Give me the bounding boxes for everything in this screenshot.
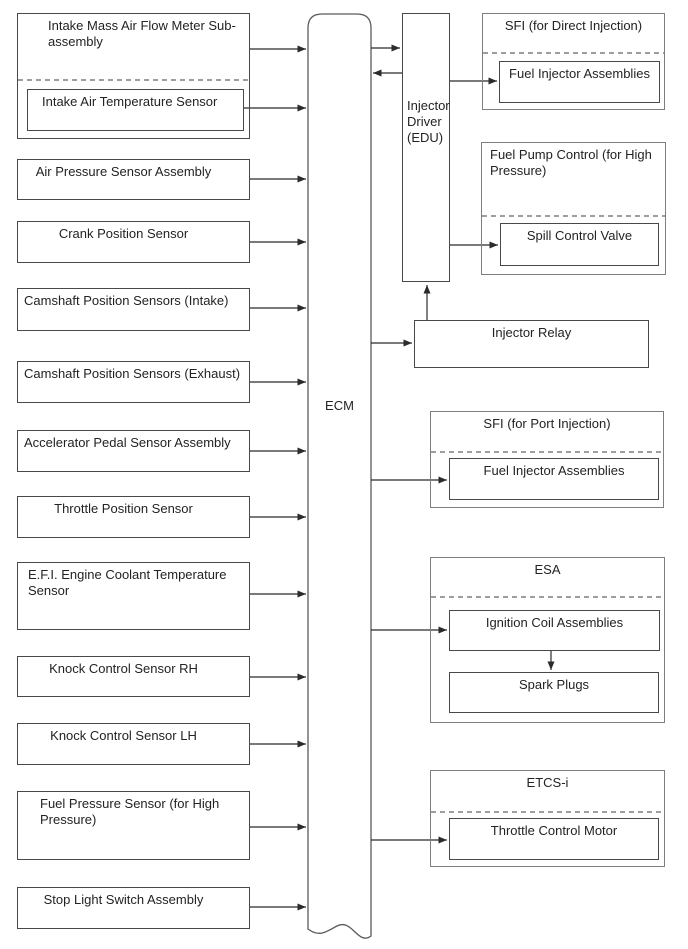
inner-box-fuel-injector-assemblies-port: Fuel Injector Assemblies <box>449 458 659 500</box>
inner-box-spark-plugs: Spark Plugs <box>449 672 659 713</box>
intake-maf-label: Intake Mass Air Flow Meter Sub-assembly <box>48 18 236 49</box>
system-box-sfi-port: SFI (for Port Injection) <box>430 411 664 508</box>
output-arrows <box>371 44 555 844</box>
spark-plugs-label: Spark Plugs <box>518 677 590 692</box>
system-box-sfi-direct: SFI (for Direct Injection) <box>482 13 665 110</box>
system-box-fuel-pump-control: Fuel Pump Control (for High Pressure) <box>481 142 666 275</box>
input-box-fuel-pressure-sensor: Fuel Pressure Sensor (for High Pressure) <box>17 791 250 860</box>
fuel-pump-control-title: Fuel Pump Control (for High Pressure) <box>490 147 652 178</box>
camshaft-sensors-intake-label: Camshaft Position Sensors (Intake) <box>24 293 229 308</box>
input-box-efi-coolant-temp-sensor: E.F.I. Engine Coolant Temperature Sensor <box>17 562 250 630</box>
ignition-coil-assemblies-label: Ignition Coil Assemblies <box>485 615 624 630</box>
input-arrows <box>244 45 306 911</box>
injector-relay-box: Injector Relay <box>414 320 649 368</box>
injector-relay-label: Injector Relay <box>491 325 572 340</box>
knock-sensor-lh-label: Knock Control Sensor LH <box>50 728 197 743</box>
camshaft-sensors-exhaust-label: Camshaft Position Sensors (Exhaust) <box>24 366 241 381</box>
fuel-injector-assemblies-port-label: Fuel Injector Assemblies <box>483 463 625 478</box>
input-box-crank-position-sensor: Crank Position Sensor <box>17 221 250 263</box>
system-box-esa: ESA <box>430 557 665 723</box>
inner-box-spill-control-valve: Spill Control Valve <box>500 223 659 266</box>
sfi-port-title: SFI (for Port Injection) <box>483 416 611 431</box>
throttle-control-motor-label: Throttle Control Motor <box>490 823 618 838</box>
ecm-label: ECM <box>325 398 354 413</box>
ecm-box-outline <box>307 13 372 939</box>
dashed-separators <box>18 52 665 813</box>
input-box-camshaft-sensors-exhaust: Camshaft Position Sensors (Exhaust) <box>17 361 250 403</box>
input-box-knock-sensor-lh: Knock Control Sensor LH <box>17 723 250 765</box>
input-box-stop-light-switch: Stop Light Switch Assembly <box>17 887 250 929</box>
injector-driver-edu-label: Injector Driver (EDU) <box>407 98 450 145</box>
efi-coolant-temp-sensor-label: E.F.I. Engine Coolant Temperature Sensor <box>28 567 227 598</box>
fuel-pressure-sensor-label: Fuel Pressure Sensor (for High Pressure) <box>40 796 220 827</box>
throttle-position-sensor-label: Throttle Position Sensor <box>54 501 193 516</box>
inner-box-ignition-coil-assemblies: Ignition Coil Assemblies <box>449 610 660 651</box>
sfi-direct-title: SFI (for Direct Injection) <box>504 18 643 33</box>
inner-box-throttle-control-motor: Throttle Control Motor <box>449 818 659 860</box>
air-pressure-sensor-label: Air Pressure Sensor Assembly <box>35 164 212 179</box>
esa-title: ESA <box>534 562 561 577</box>
crank-position-sensor-label: Crank Position Sensor <box>58 226 189 241</box>
injector-driver-edu-box <box>402 13 450 282</box>
input-box-accelerator-pedal-sensor: Accelerator Pedal Sensor Assembly <box>17 430 250 472</box>
inner-box-intake-air-temp-sensor: Intake Air Temperature Sensor <box>27 89 244 131</box>
fuel-injector-assemblies-direct-label: Fuel Injector Assemblies <box>509 66 650 81</box>
etcs-i-title: ETCS-i <box>526 775 569 790</box>
inner-box-fuel-injector-assemblies-direct: Fuel Injector Assemblies <box>499 61 660 103</box>
knock-sensor-rh-label: Knock Control Sensor RH <box>49 661 198 676</box>
system-box-etcs-i: ETCS-i <box>430 770 665 867</box>
stop-light-switch-label: Stop Light Switch Assembly <box>43 892 204 907</box>
input-box-air-pressure-sensor: Air Pressure Sensor Assembly <box>17 159 250 200</box>
input-box-knock-sensor-rh: Knock Control Sensor RH <box>17 656 250 697</box>
input-box-camshaft-sensors-intake: Camshaft Position Sensors (Intake) <box>17 288 250 331</box>
spill-control-valve-label: Spill Control Valve <box>526 228 633 243</box>
intake-air-temp-sensor-label: Intake Air Temperature Sensor <box>42 94 218 109</box>
input-box-intake-maf: Intake Mass Air Flow Meter Sub-assembly <box>17 13 250 139</box>
input-box-throttle-position-sensor: Throttle Position Sensor <box>17 496 250 538</box>
accelerator-pedal-sensor-label: Accelerator Pedal Sensor Assembly <box>24 435 231 450</box>
